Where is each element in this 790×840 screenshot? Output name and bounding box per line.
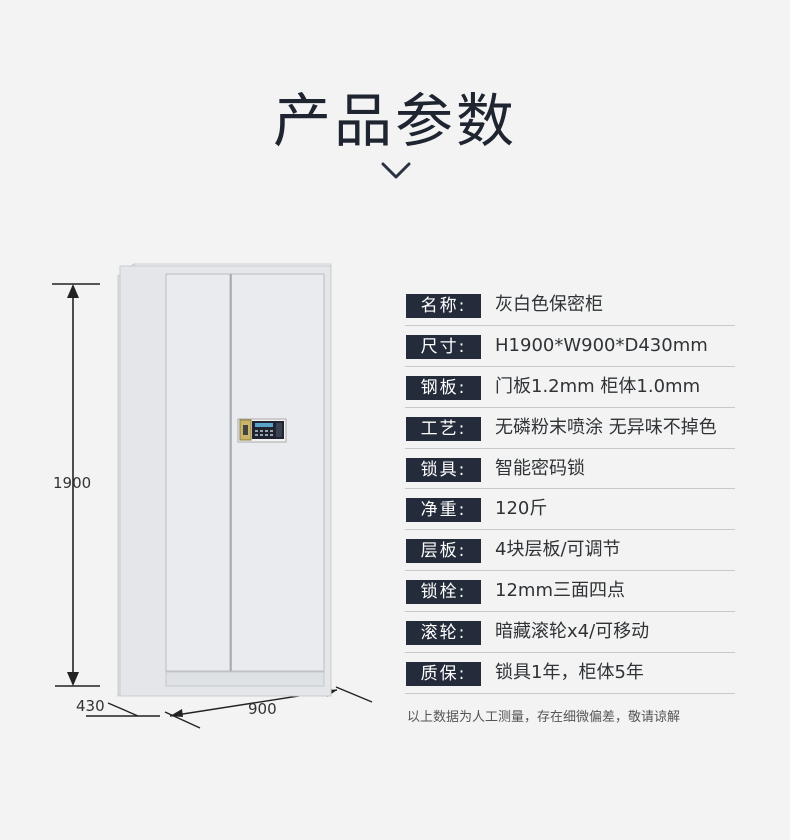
- spec-value: 智能密码锁: [495, 457, 585, 479]
- spec-label: 层板:: [406, 539, 481, 564]
- height-dimension-line: [52, 283, 100, 687]
- spec-row-process: 工艺: 无磷粉末喷涂 无异味不掉色: [405, 408, 735, 449]
- electronic-lock-icon: [237, 418, 287, 443]
- depth-label: 430: [76, 697, 105, 715]
- spec-value: 无磷粉末喷涂 无异味不掉色: [495, 416, 717, 438]
- spec-label: 质保:: [406, 662, 481, 687]
- spec-table: 名称: 灰白色保密柜 尺寸: H1900*W900*D430mm 钢板: 门板1…: [405, 285, 735, 694]
- page-title: 产品参数: [272, 87, 517, 155]
- spec-value: 暗藏滚轮x4/可移动: [495, 621, 650, 643]
- spec-label: 净重:: [406, 498, 481, 523]
- spec-label: 工艺:: [406, 416, 481, 441]
- disclaimer-note: 以上数据为人工测量，存在细微偏差，敬请谅解: [407, 710, 681, 725]
- spec-row-shelves: 层板: 4块层板/可调节: [405, 530, 735, 572]
- spec-value: 锁具1年，柜体5年: [495, 662, 644, 684]
- spec-label: 锁栓:: [406, 580, 481, 605]
- height-arrow-top: [67, 284, 79, 298]
- spec-label: 钢板:: [406, 375, 481, 400]
- spec-value: 12mm三面四点: [495, 580, 625, 602]
- width-label: 900: [248, 700, 277, 718]
- chevron-down-icon: [381, 162, 411, 179]
- cabinet: [116, 263, 332, 697]
- spec-value: 120斤: [495, 498, 548, 520]
- spec-label: 滚轮:: [406, 621, 481, 646]
- spec-label: 锁具:: [406, 457, 481, 482]
- spec-row-lock: 锁具: 智能密码锁: [405, 449, 735, 490]
- spec-row-warranty: 质保: 锁具1年，柜体5年: [405, 653, 735, 694]
- spec-row-wheels: 滚轮: 暗藏滚轮x4/可移动: [405, 612, 735, 654]
- spec-label: 尺寸:: [406, 334, 481, 359]
- spec-value: 门板1.2mm 柜体1.0mm: [495, 375, 701, 397]
- depth-dimension-line: [86, 702, 160, 717]
- height-arrow-bottom: [67, 672, 79, 686]
- spec-row-name: 名称: 灰白色保密柜: [405, 285, 735, 326]
- spec-row-steel: 钢板: 门板1.2mm 柜体1.0mm: [405, 367, 735, 408]
- spec-row-bolt: 锁栓: 12mm三面四点: [405, 571, 735, 613]
- width-arrow-left: [170, 709, 183, 717]
- height-label: 1900: [53, 474, 92, 492]
- spec-value: 灰白色保密柜: [495, 294, 603, 315]
- spec-value: 4块层板/可调节: [495, 539, 621, 561]
- spec-row-weight: 净重: 120斤: [405, 489, 735, 531]
- spec-value: H1900*W900*D430mm: [495, 334, 708, 356]
- spec-label: 名称:: [406, 294, 481, 318]
- spec-row-size: 尺寸: H1900*W900*D430mm: [405, 326, 735, 367]
- cabinet-figure: [52, 263, 373, 729]
